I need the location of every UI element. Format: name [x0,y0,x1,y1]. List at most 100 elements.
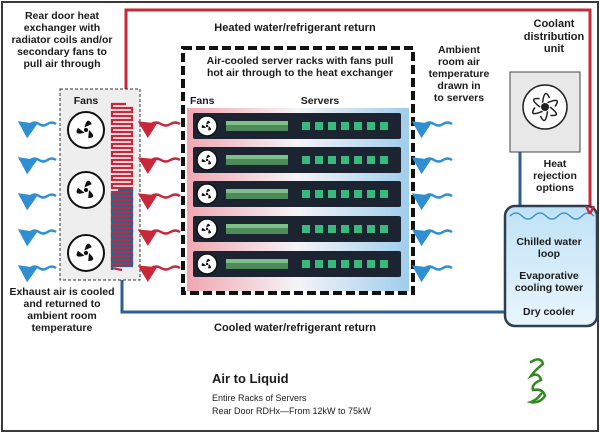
fan-blade [201,158,207,163]
caption-heading: Air to Liquid [212,371,289,386]
server-led [328,225,336,233]
ambient-air-arrow [411,121,453,139]
ambient-air-arrow [411,193,453,211]
fan-blade [201,262,207,267]
fan-blade [201,124,207,129]
server-led [354,156,362,164]
exhaust-air-arrow [17,157,57,175]
server-led [380,156,388,164]
fan-blade [88,253,94,261]
rack-fan-icon [196,253,218,275]
rack-fan-icon [196,218,218,240]
ambient-air-arrow [411,157,453,175]
handwritten-signature [526,358,547,404]
server-led [315,190,323,198]
hot-air-arrow [137,157,181,175]
fan-blade [201,192,207,197]
server-display [226,121,288,131]
server-led [328,156,336,164]
fan-blade [206,223,211,228]
rear-door-fans [67,111,105,272]
chilled-water-label: Chilled water loop [516,236,582,261]
fan-blade [208,229,212,234]
exhaust-air-arrow [17,229,57,247]
fan-blade [206,258,211,263]
hot-air-arrow [137,193,181,211]
ambient-air-arrow [411,229,453,247]
server-display [226,155,288,165]
rack-fan-icon [196,149,218,171]
fan-icon [67,171,105,209]
server-led [328,190,336,198]
server-chassis [193,113,401,139]
fan-blade [76,250,85,257]
dry-cooler-label: Dry cooler [523,306,575,318]
server-row [193,113,401,139]
server-led [380,190,388,198]
server-display [226,189,288,199]
server-chassis [193,251,401,277]
exhaust-air-arrow [17,121,57,139]
cdu-fan-blade [531,107,543,115]
fan-blade [208,264,212,269]
fan-hub [205,192,209,196]
fan-blade [201,227,207,232]
fan-blade [84,243,92,251]
fan-blade [84,120,92,128]
servers-layer [193,113,401,277]
server-display-highlight [226,224,288,228]
hot-air-arrow [137,265,181,283]
server-led [354,190,362,198]
server-chassis [193,181,401,207]
server-led [302,260,310,268]
arrows-layer [17,121,453,283]
fan-hub [83,187,89,193]
server-led [341,122,349,130]
evaporative-tower-label: Evaporative cooling tower [514,270,584,295]
rack-fans-label: Fans [190,95,215,107]
server-led [341,156,349,164]
server-led [302,225,310,233]
fan-blade [88,130,94,138]
server-led [315,260,323,268]
fan-blade [206,188,211,193]
fan-blade [208,160,212,165]
server-led [380,225,388,233]
server-led [354,225,362,233]
server-display-highlight [226,189,288,193]
radiator-coil-cold [110,188,134,270]
fan-hub [83,250,89,256]
fan-hub [83,127,89,133]
server-led [354,260,362,268]
rack-fan-icon [196,183,218,205]
server-led [315,225,323,233]
fan-hub [205,158,209,162]
server-racks-label: Air-cooled server racks with fans pull h… [206,55,394,80]
server-row [193,147,401,173]
fan-blade [208,194,212,199]
cdu-fan-blade [539,111,549,122]
rack-fan-icon [196,115,218,137]
server-chassis [193,147,401,173]
fan-blade [208,126,212,131]
coolant-distribution-unit-label: Coolant distribution unit [523,18,585,56]
server-led [380,260,388,268]
server-led [302,122,310,130]
fan-hub [205,227,209,231]
fan-blade [206,120,211,125]
server-led [315,156,323,164]
server-led [328,122,336,130]
rear-fans-label: Fans [73,95,99,107]
cooled-return-label: Cooled water/refrigerant return [214,322,376,334]
heated-return-label: Heated water/refrigerant return [214,22,376,34]
server-led [367,156,375,164]
server-led [354,122,362,130]
exhaust-air-label: Exhaust air is cooled and returned to am… [9,286,115,335]
ambient-air-arrow [411,265,453,283]
server-led [302,156,310,164]
server-led [367,122,375,130]
fan-hub [205,262,209,266]
server-led [315,122,323,130]
ambient-air-label: Ambient room air temperature drawn in to… [428,44,490,105]
